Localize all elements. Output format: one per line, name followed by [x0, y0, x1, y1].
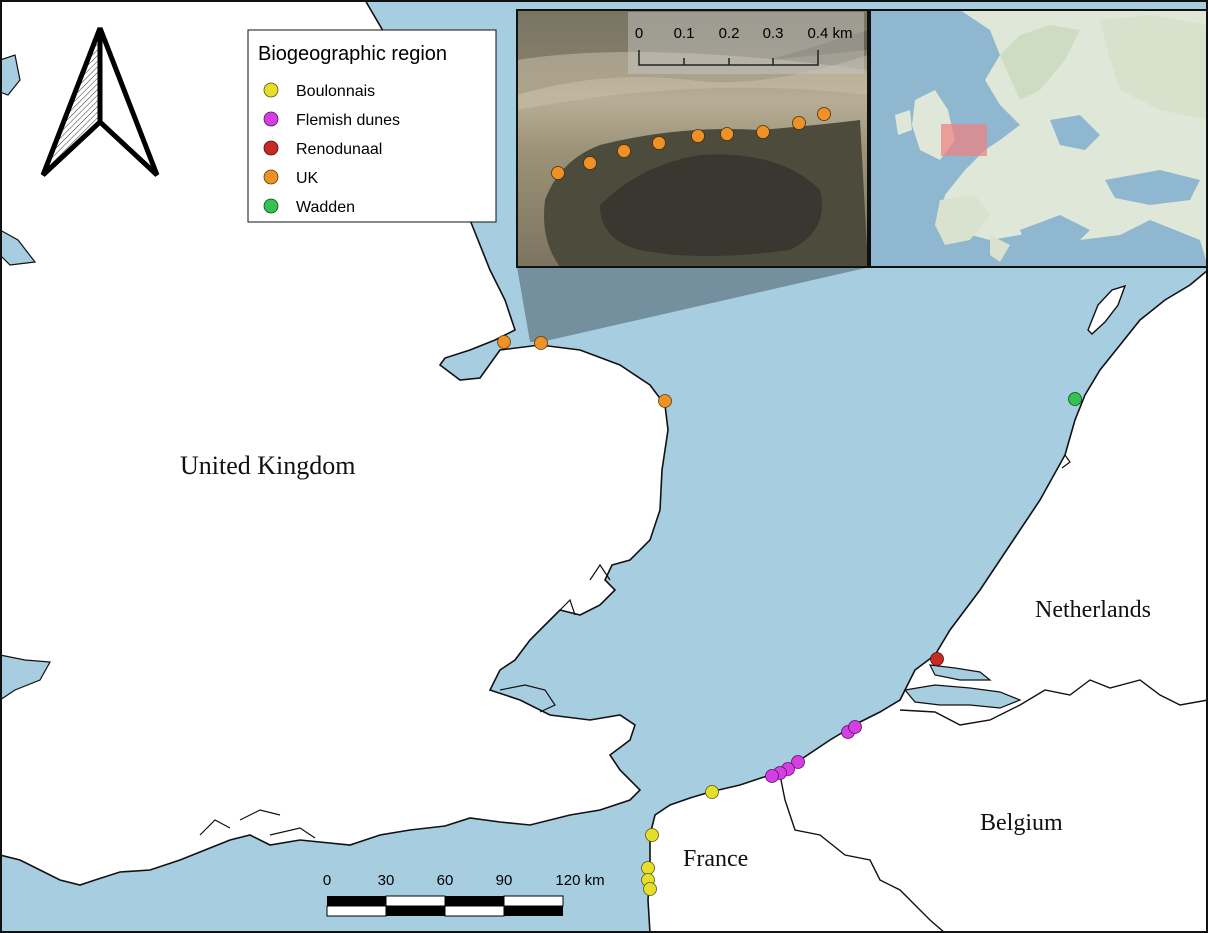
site-wadden [1068, 392, 1082, 406]
inset-frame [516, 9, 869, 268]
inset-site-uk [551, 166, 565, 180]
inset-scale-backdrop [628, 12, 864, 74]
overview-frame [869, 9, 1208, 268]
site-boulonnais [643, 882, 657, 896]
inset-site-uk [720, 127, 734, 141]
scale-segment [385, 895, 446, 907]
border-fr-be [779, 774, 946, 933]
scale-tick-label: 30 [378, 872, 395, 889]
texel-island [1087, 284, 1127, 335]
legend-item-label: Boulonnais [296, 83, 375, 100]
uk-landmass [0, 0, 669, 886]
sites-flemish-dunes [765, 720, 862, 783]
inset-site-uk [652, 136, 666, 150]
legend-item-label: Flemish dunes [296, 112, 400, 129]
aerial-inset: 0 0.1 0.2 0.3 0.4 km [516, 9, 869, 268]
scale-tick-label: 60 [437, 872, 454, 889]
site-flemish-dunes [765, 769, 779, 783]
legend-title: Biogeographic region [258, 43, 447, 65]
europe-overview-inset [869, 9, 1208, 268]
site-flemish-dunes [791, 755, 805, 769]
scale-bar: 0 30 60 90 120 km [323, 872, 605, 917]
legend-item: UK [263, 169, 319, 187]
inset-uk-sites [551, 107, 831, 180]
site-boulonnais [641, 861, 655, 875]
country-label-uk: United Kingdom [180, 451, 356, 480]
site-uk [658, 394, 672, 408]
scale-tick-label: 90 [496, 872, 513, 889]
inset-scale-tick-label: 0.3 [763, 25, 784, 42]
legend-item-label: Wadden [296, 199, 355, 216]
scale-tick-label: 120 km [555, 872, 604, 889]
inset-site-uk [792, 116, 806, 130]
inset-scale-tick-label: 0 [635, 25, 643, 42]
country-label-netherlands: Netherlands [1035, 597, 1151, 623]
legend-item: Boulonnais [263, 82, 375, 100]
scale-segment [503, 895, 564, 907]
inset-site-uk [617, 144, 631, 158]
inset-scale-tick-label: 0.4 km [807, 25, 852, 42]
scale-segment [386, 906, 445, 916]
study-area-highlight [941, 124, 987, 156]
border-be-nl [899, 679, 1208, 726]
delta-waters [903, 664, 1022, 709]
legend-swatch [263, 198, 279, 214]
legend-swatch [263, 82, 279, 98]
legend-item: Renodunaal [263, 140, 382, 158]
scale-segment [504, 906, 563, 916]
legend-swatch [263, 111, 279, 127]
legend-item: Flemish dunes [263, 111, 400, 129]
site-boulonnais [705, 785, 719, 799]
inset-site-uk [691, 129, 705, 143]
scale-segment [444, 905, 505, 917]
inset-scale-line [638, 50, 819, 66]
inset-zoom-wedge [517, 267, 870, 342]
legend-item: Wadden [263, 198, 355, 216]
legend-swatch [263, 140, 279, 156]
uk-coast-detail [199, 563, 611, 839]
site-uk [534, 336, 548, 350]
country-label-belgium: Belgium [980, 810, 1063, 836]
inset-scale-tick-label: 0.1 [674, 25, 695, 42]
legend-item-label: UK [296, 170, 319, 187]
north-arrow-icon [40, 27, 160, 177]
wales-coast [0, 54, 51, 701]
nl-coast-detail [1061, 454, 1071, 469]
site-uk [497, 335, 511, 349]
site-flemish-dunes [848, 720, 862, 734]
sites-boulonnais [641, 785, 719, 896]
scale-tick-label: 0 [323, 872, 331, 889]
legend: Biogeographic region Boulonnais Flemish … [247, 29, 497, 223]
inset-site-uk [583, 156, 597, 170]
inset-site-uk [817, 107, 831, 121]
legend-box [247, 29, 497, 223]
scale-segment [327, 896, 386, 906]
scale-segment [445, 896, 504, 906]
legend-swatch [263, 169, 279, 185]
country-label-france: France [683, 846, 748, 872]
inset-site-uk [756, 125, 770, 139]
site-boulonnais [645, 828, 659, 842]
site-renodunaal [930, 652, 944, 666]
inset-scale-tick-label: 0.2 [719, 25, 740, 42]
scale-segment [326, 905, 387, 917]
legend-item-label: Renodunaal [296, 141, 382, 158]
